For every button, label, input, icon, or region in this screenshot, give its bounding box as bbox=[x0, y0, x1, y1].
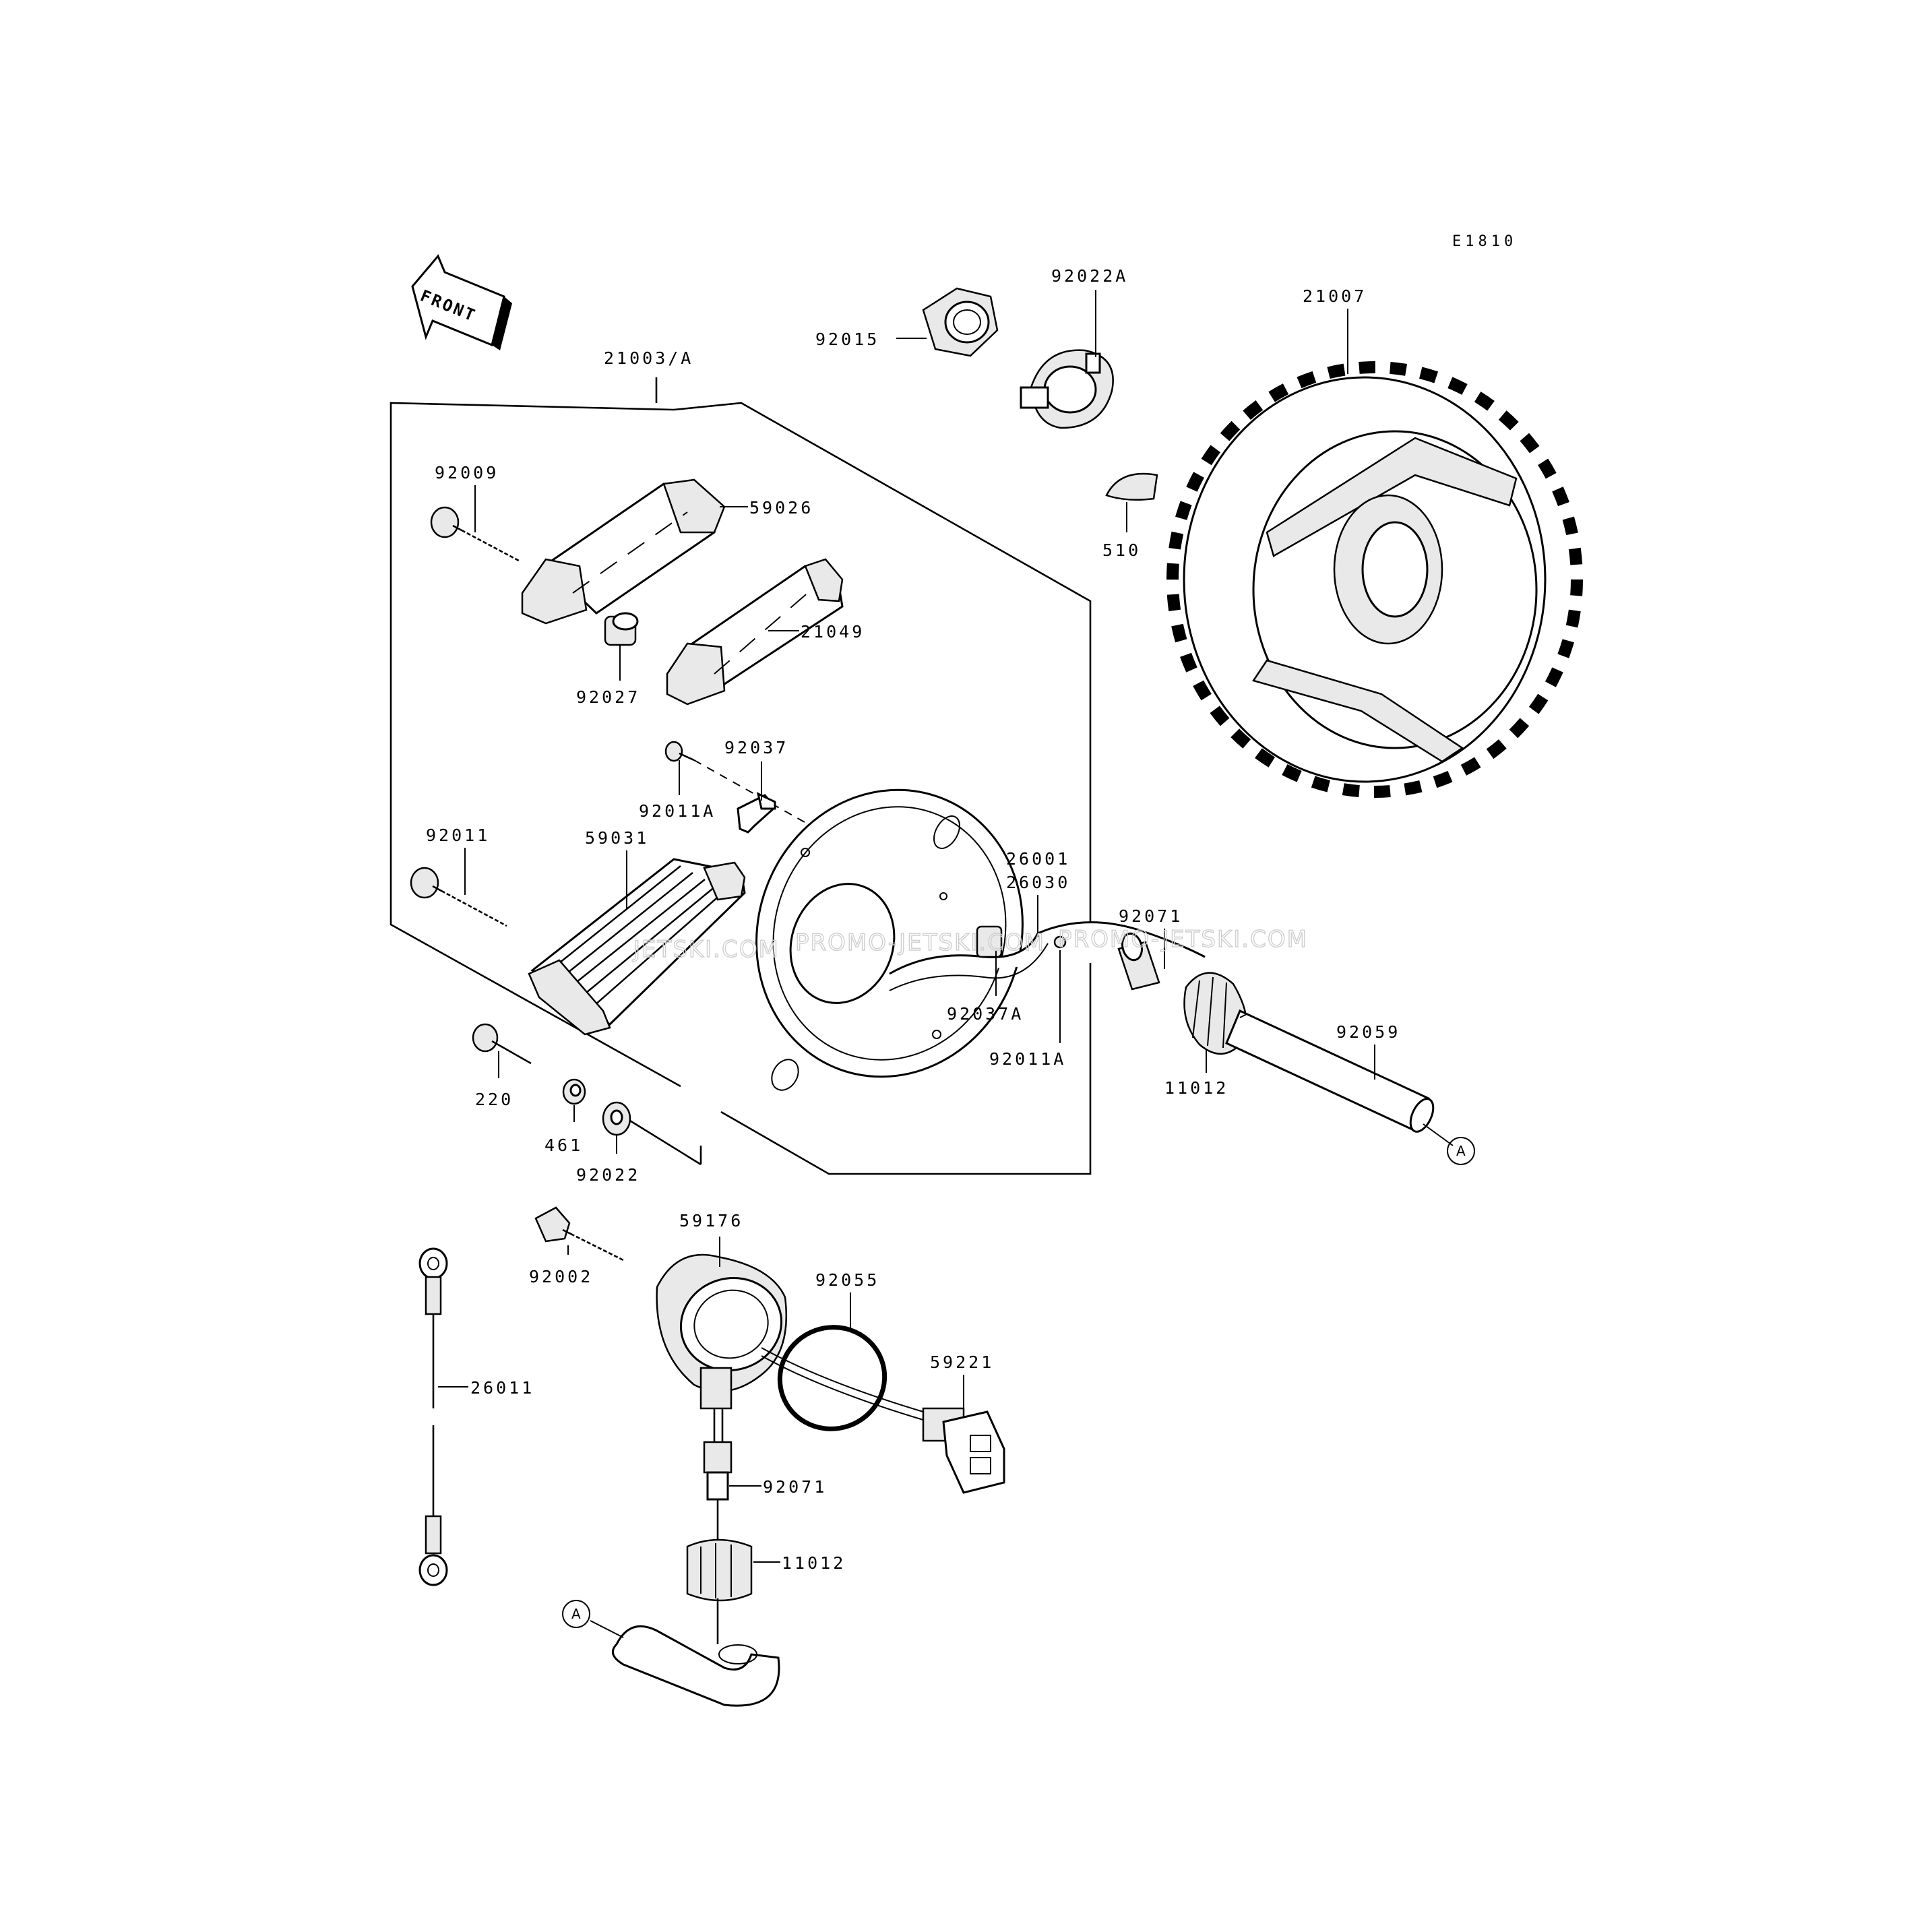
marker-label: A bbox=[1456, 1143, 1466, 1159]
nut-icon bbox=[922, 287, 999, 357]
label-220: 220 bbox=[475, 1090, 513, 1109]
watermark-3: PROMO-JETSKI.COM bbox=[1058, 926, 1308, 953]
label-92022: 92022 bbox=[576, 1165, 640, 1185]
clamp-icon bbox=[737, 792, 777, 834]
grommet-icon bbox=[1117, 932, 1160, 991]
o-ring-icon bbox=[777, 1325, 887, 1431]
label-510: 510 bbox=[1102, 540, 1141, 560]
flywheel-icon bbox=[1166, 361, 1583, 798]
label-92011A-bottom: 92011A bbox=[989, 1049, 1066, 1069]
protective-tube-icon bbox=[1225, 1009, 1435, 1133]
label-26001: 26001 bbox=[1006, 849, 1070, 869]
label-59026: 59026 bbox=[749, 498, 813, 518]
diagram-code: E1810 bbox=[1452, 233, 1517, 250]
woodruff-key-icon bbox=[1105, 472, 1158, 501]
label-92011: 92011 bbox=[426, 825, 490, 845]
washer-icon bbox=[602, 1101, 631, 1136]
connector-icon bbox=[761, 1347, 1005, 1494]
group-label: 21003/A bbox=[604, 348, 693, 368]
label-21007: 21007 bbox=[1303, 286, 1367, 306]
label-92022A: 92022A bbox=[1051, 266, 1128, 286]
label-11012-top: 11012 bbox=[1164, 1078, 1228, 1098]
label-92002: 92002 bbox=[529, 1267, 593, 1286]
label-11012-bottom: 11012 bbox=[782, 1553, 846, 1573]
front-arrow-icon: FRONT bbox=[411, 254, 512, 350]
charging-coil-icon bbox=[521, 478, 726, 625]
finned-coil-icon bbox=[528, 858, 746, 1036]
reference-marker-a-icon: A bbox=[1447, 1137, 1475, 1165]
washer-icon bbox=[562, 1078, 586, 1105]
screw-icon bbox=[664, 741, 695, 762]
label-92071-top: 92071 bbox=[1119, 906, 1183, 926]
watermark-2: PROMO-JETSKI.COM bbox=[795, 929, 1045, 956]
label-461: 461 bbox=[544, 1135, 583, 1155]
collar-icon bbox=[604, 612, 639, 646]
label-59176: 59176 bbox=[679, 1211, 743, 1230]
lock-washer-icon bbox=[1020, 349, 1114, 429]
bolt-icon bbox=[410, 867, 507, 927]
label-92009: 92009 bbox=[435, 463, 499, 482]
bolt-icon bbox=[430, 506, 520, 562]
label-92037A: 92037A bbox=[947, 1004, 1024, 1024]
label-26011: 26011 bbox=[470, 1378, 534, 1398]
label-92071-bottom: 92071 bbox=[763, 1477, 827, 1497]
ground-lead-icon bbox=[418, 1247, 448, 1586]
label-26030: 26030 bbox=[1006, 873, 1070, 892]
label-59221: 59221 bbox=[930, 1352, 994, 1372]
gland-nut-icon bbox=[686, 1499, 753, 1644]
group-bracket bbox=[389, 377, 1092, 1175]
protective-tube-icon bbox=[611, 1625, 780, 1707]
grommet-icon bbox=[703, 1408, 733, 1501]
label-92059: 92059 bbox=[1336, 1022, 1400, 1042]
label-92037: 92037 bbox=[724, 738, 788, 757]
label-92055: 92055 bbox=[815, 1270, 879, 1290]
reference-marker-a-icon: A bbox=[562, 1600, 590, 1628]
label-92011A-top: 92011A bbox=[639, 801, 716, 821]
exciter-coil-icon bbox=[666, 558, 844, 706]
grommet-housing-icon bbox=[656, 1253, 788, 1410]
flange-bolt-icon bbox=[534, 1206, 624, 1261]
label-59031: 59031 bbox=[585, 828, 649, 848]
stator-plate-icon bbox=[755, 788, 1024, 1091]
screw-icon bbox=[472, 1023, 532, 1065]
label-92027: 92027 bbox=[576, 687, 640, 707]
marker-label: A bbox=[571, 1606, 581, 1622]
label-92015: 92015 bbox=[815, 330, 879, 349]
watermark-1: JETSKI.COM bbox=[632, 936, 780, 963]
label-21049: 21049 bbox=[801, 622, 865, 642]
